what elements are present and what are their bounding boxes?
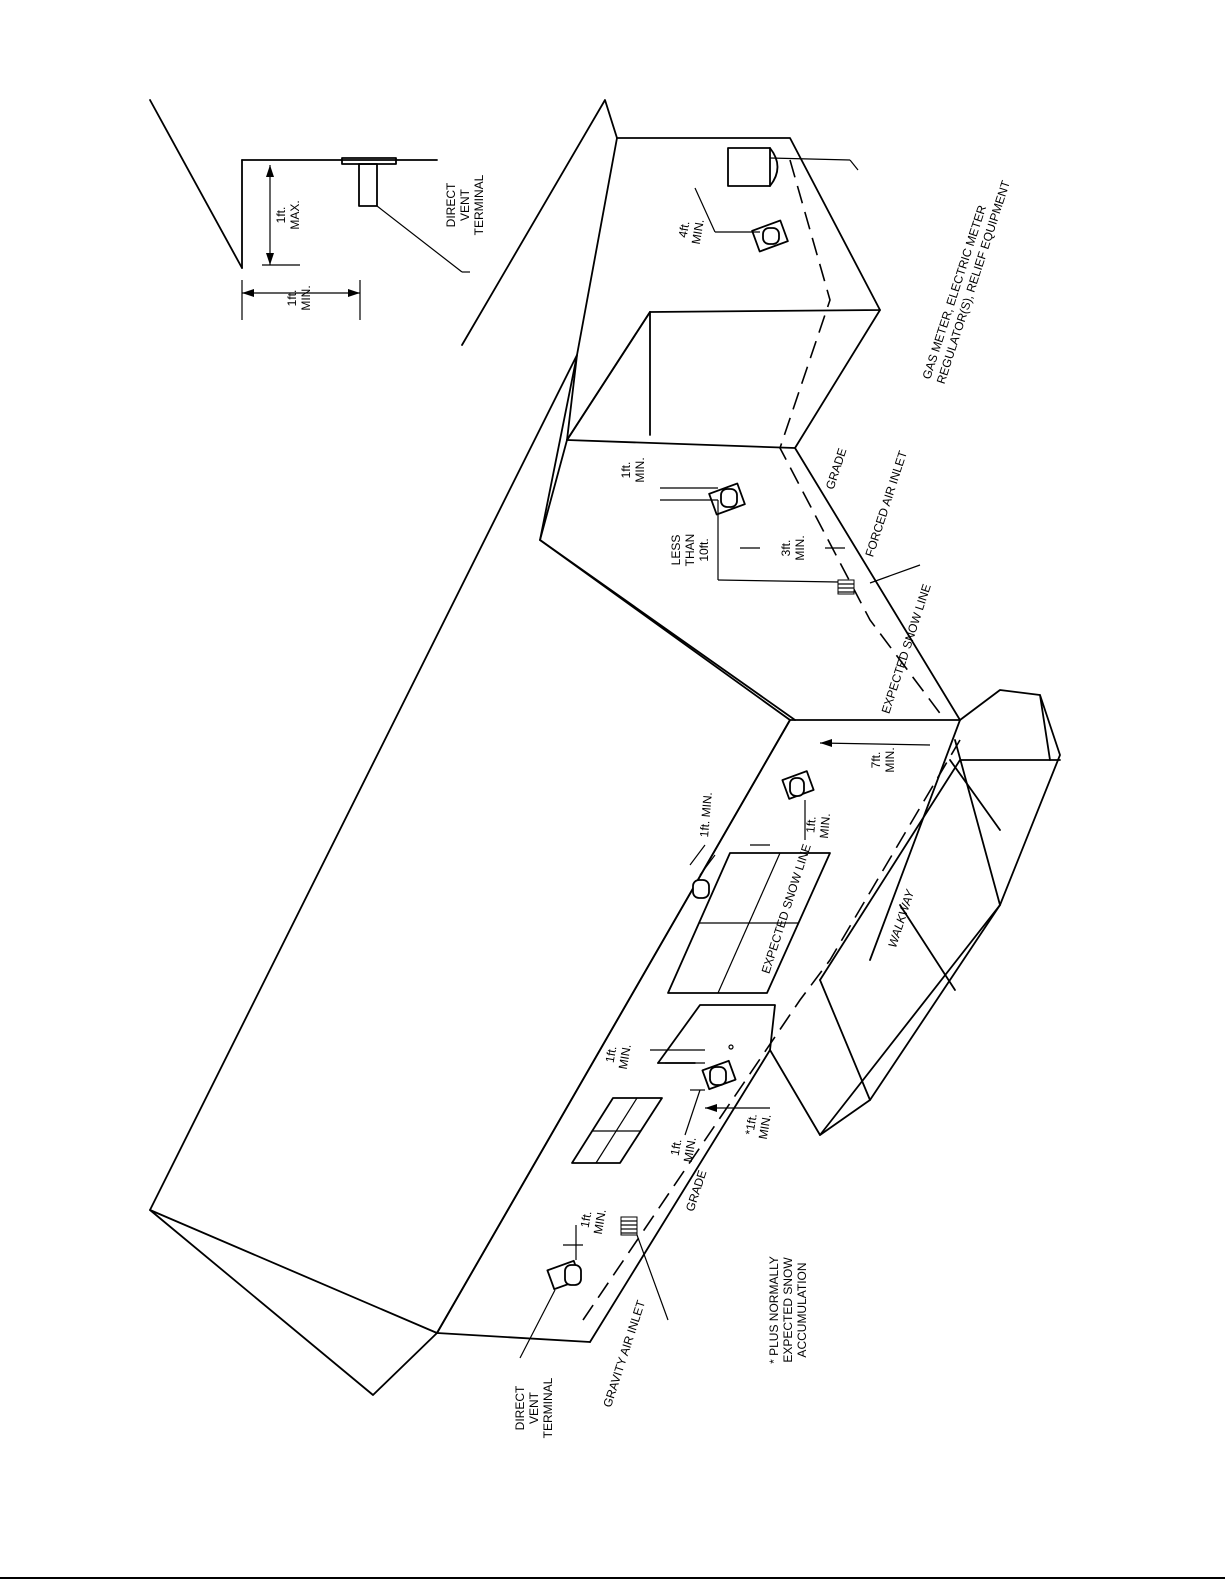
dim-7ft: 7ft. MIN. (819, 739, 931, 773)
snow-line-side-label: EXPECTED SNOW LINE (879, 582, 934, 715)
footnote-line-2: EXPECTED SNOW (781, 1257, 795, 1363)
left-terminal-label-1: DIRECT (513, 1385, 527, 1430)
door-clear-label-1: 1ft. (603, 1045, 620, 1064)
inset-max-label-2: MAX. (288, 200, 302, 229)
side-vent-clear-label-2: MIN. (633, 457, 647, 482)
gravity-air-inlet (620, 1216, 638, 1236)
one-ft-min-window-label-1: 1ft. (803, 816, 818, 834)
window-picture (667, 852, 831, 994)
one-ft-min-window-label-2: MIN. (817, 813, 833, 839)
left-terminal-label-3: TERMINAL (541, 1377, 555, 1438)
inset-eave-detail: 1ft. MAX. 1ft. MIN. DIRECT VENT TERMINAL (149, 99, 486, 320)
vent-terminal-front-right (781, 770, 815, 800)
house-main-body (149, 354, 961, 1396)
dim-1ft-window: 1ft. MIN. (750, 800, 833, 846)
meter-clear-label-1: 4ft. (676, 220, 693, 239)
forced-air-label: FORCED AIR INLET (862, 448, 910, 558)
seven-ft-label-1: 7ft. (869, 752, 883, 769)
door-clear-label-2: MIN. (616, 1043, 634, 1070)
dim-door-1ft: 1ft. MIN. (603, 1043, 705, 1070)
low-clear-a-label-1: 1ft. (668, 1138, 685, 1157)
inset-min-label-1: 1ft. (285, 290, 299, 307)
walkway: WALKWAY (819, 759, 1061, 1101)
three-ft-label-1: 3ft. (779, 540, 793, 557)
less-than-10-label-3: 10ft. (697, 538, 711, 561)
grade-left-label: GRADE (683, 1168, 710, 1213)
inset-terminal-label-1: DIRECT (444, 182, 458, 227)
door (657, 1004, 776, 1064)
less-than-10-label-2: THAN (683, 534, 697, 567)
grade-right-label: GRADE (823, 446, 850, 491)
forced-air-inlet (837, 579, 855, 595)
left-vent-clear-label-1: 1ft. (578, 1210, 595, 1229)
vent-terminal-front-window (692, 879, 710, 899)
one-ft-min-top-label: 1ft. MIN. (697, 791, 715, 837)
inset-terminal-label-3: TERMINAL (472, 174, 486, 235)
footnote-line-1: * PLUS NORMALLY (767, 1256, 781, 1364)
seven-ft-label-2: MIN. (883, 747, 897, 772)
dim-less-than-10ft: LESS THAN 10ft. (669, 500, 839, 583)
dim-side-vent-1ft: 1ft. MIN. (619, 457, 718, 501)
porch-step (769, 689, 1061, 1136)
vent-terminal-front-door (701, 1044, 737, 1091)
inset-terminal-label-2: VENT (458, 188, 472, 221)
left-terminal-label-2: VENT (527, 1391, 541, 1424)
dim-low-1ft-a: 1ft. MIN. (668, 1089, 705, 1163)
side-vent-clear-label-1: 1ft. (619, 462, 633, 479)
window-left (571, 1097, 663, 1164)
low-clear-b-label-2: MIN. (756, 1113, 774, 1140)
footnote-line-3: ACCUMULATION (795, 1262, 809, 1357)
vent-terminal-front-left (546, 1259, 582, 1291)
house-right-wing: 4ft. MIN. GAS METER, ELECTRIC METER REGU… (461, 99, 1013, 721)
less-than-10-label-1: LESS (669, 535, 683, 566)
inset-max-label-1: 1ft. (274, 207, 288, 224)
low-clear-b-label-1: *1ft. (742, 1113, 759, 1136)
dim-left-vent-1ft: 1ft. MIN. (563, 1208, 609, 1260)
walkway-label: WALKWAY (885, 887, 917, 949)
meter-clear-label-2: MIN. (689, 218, 707, 245)
inset-min-label-2: MIN. (299, 285, 313, 310)
dim-3ft: 3ft. MIN. (740, 535, 845, 561)
left-vent-clear-label-2: MIN. (591, 1208, 609, 1235)
three-ft-label-2: MIN. (793, 535, 807, 560)
low-clear-a-label-2: MIN. (681, 1136, 699, 1163)
dim-1ft-top: 1ft. MIN. (689, 791, 716, 876)
dim-low-1ft-b: *1ft. MIN. (705, 1104, 774, 1140)
